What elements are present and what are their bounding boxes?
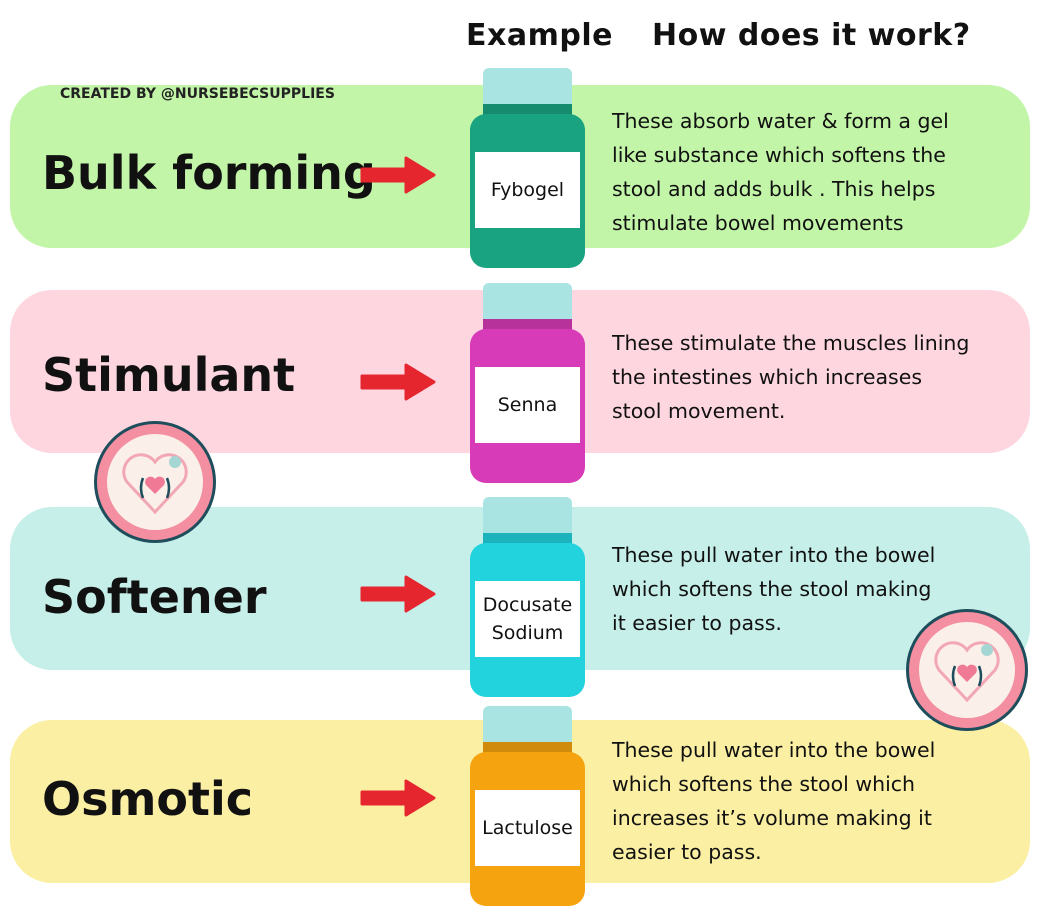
description-line: These stimulate the muscles lining: [612, 331, 970, 355]
bottle-cap: [483, 68, 572, 106]
arrow-right-icon: [360, 156, 436, 194]
laxative-type-title: Stimulant: [42, 348, 296, 402]
bottle-body: Senna: [470, 329, 585, 483]
logo-badge: [94, 421, 216, 543]
how-it-works-text: These absorb water & form a gel like subs…: [612, 104, 1012, 240]
bottle-neck: [483, 319, 572, 331]
description-line: the intestines which increases: [612, 365, 923, 389]
description-line: which softens the stool making: [612, 577, 932, 601]
example-drug-label: Fybogel: [475, 152, 580, 228]
description-line: These pull water into the bowel: [612, 543, 936, 567]
description-line: These absorb water & form a gel: [612, 109, 949, 133]
bottle-neck: [483, 533, 572, 545]
bottle-body: Lactulose: [470, 752, 585, 906]
bottle-neck: [483, 104, 572, 116]
header-how-it-works: How does it work?: [652, 18, 971, 53]
medicine-bottle: Docusate Sodium: [470, 497, 585, 697]
description-line: it easier to pass.: [612, 611, 782, 635]
credit-text: CREATED BY @NURSEBECSUPPLIES: [60, 86, 335, 102]
description-line: These pull water into the bowel: [612, 738, 936, 762]
how-it-works-text: These pull water into the bowel which sof…: [612, 733, 1012, 869]
how-it-works-text: These pull water into the bowel which sof…: [612, 538, 1012, 640]
example-drug-label: Senna: [475, 367, 580, 443]
description-line: easier to pass.: [612, 840, 762, 864]
medicine-bottle: Lactulose: [470, 706, 585, 906]
bottle-cap: [483, 706, 572, 744]
arrow-right-icon: [360, 363, 436, 401]
example-drug-label: Docusate Sodium: [475, 581, 580, 657]
medicine-bottle: Senna: [470, 283, 585, 483]
bottle-cap: [483, 283, 572, 321]
header-example: Example: [466, 18, 613, 53]
arrow-right-icon: [360, 779, 436, 817]
bottle-body: Fybogel: [470, 114, 585, 268]
logo-badge: [906, 609, 1028, 731]
description-line: like substance which softens the: [612, 143, 946, 167]
bottle-body: Docusate Sodium: [470, 543, 585, 697]
laxative-type-title: Bulk forming: [42, 146, 376, 200]
description-line: stimulate bowel movements: [612, 211, 904, 235]
medicine-bottle: Fybogel: [470, 68, 585, 268]
bottle-neck: [483, 742, 572, 754]
arrow-right-icon: [360, 575, 436, 613]
description-line: which softens the stool which: [612, 772, 916, 796]
how-it-works-text: These stimulate the muscles lining the in…: [612, 326, 1012, 428]
description-line: increases it’s volume making it: [612, 806, 932, 830]
heart-stethoscope-icon: [122, 453, 188, 515]
example-drug-label: Lactulose: [475, 790, 580, 866]
bottle-cap: [483, 497, 572, 535]
heart-stethoscope-icon: [934, 641, 1000, 703]
laxative-type-title: Osmotic: [42, 772, 254, 826]
description-line: stool movement.: [612, 399, 786, 423]
description-line: stool and adds bulk . This helps: [612, 177, 936, 201]
laxative-type-title: Softener: [42, 570, 267, 624]
